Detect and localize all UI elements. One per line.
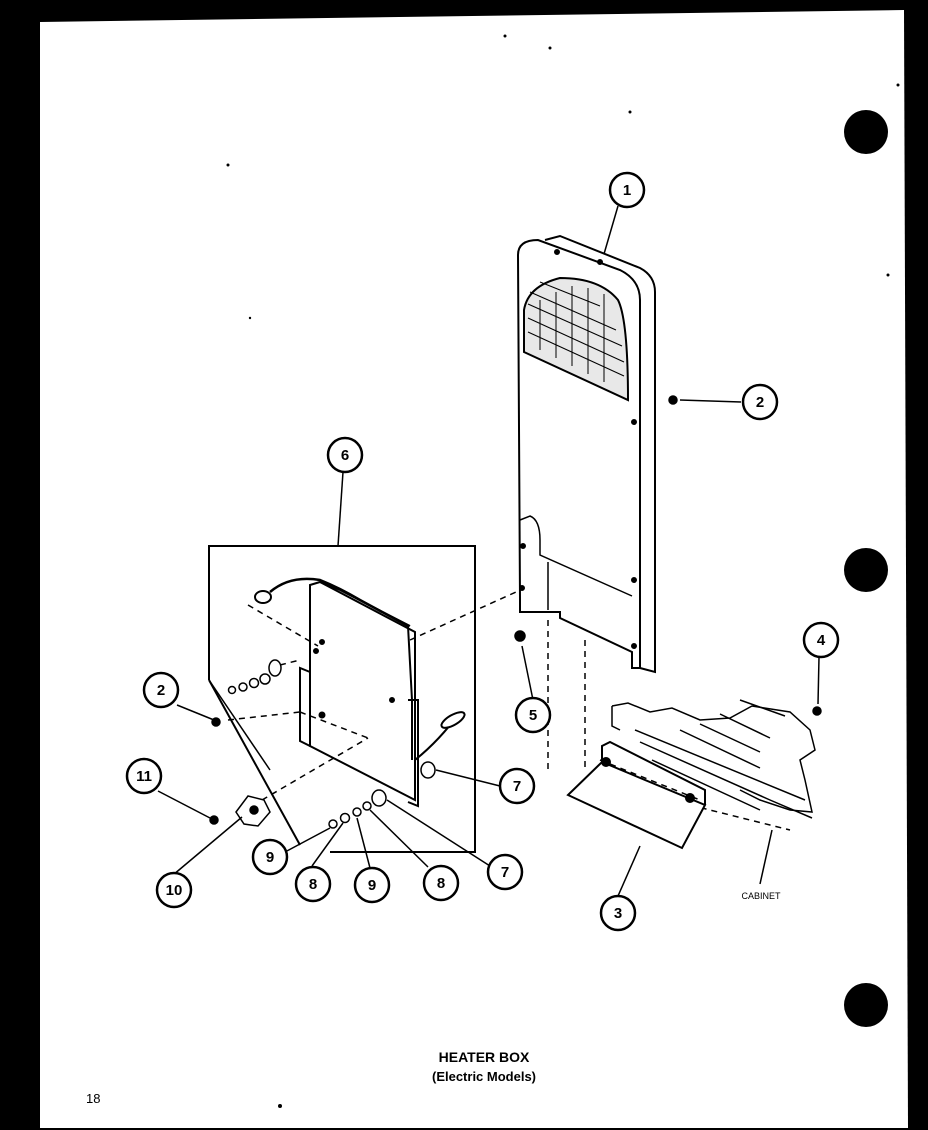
punch-hole-bottom (844, 983, 888, 1027)
callout-4: 4 (802, 621, 840, 659)
svg-text:9: 9 (368, 877, 376, 894)
callout-6: 6 (326, 436, 364, 474)
callout-2-left: 2 (142, 671, 180, 709)
punch-hole-middle (844, 548, 888, 592)
callout-7-upper: 7 (498, 767, 536, 805)
callout-10: 10 (155, 871, 193, 909)
svg-text:2: 2 (756, 394, 764, 411)
svg-text:8: 8 (437, 875, 445, 892)
part-1-back-panel (516, 234, 656, 674)
callout-5: 5 (514, 696, 552, 734)
cabinet-label: CABINET (741, 891, 781, 901)
page-number: 18 (86, 1091, 100, 1106)
svg-text:6: 6 (341, 447, 349, 464)
part-3-base-bracket (566, 699, 816, 850)
punch-hole-top (844, 110, 888, 154)
svg-text:7: 7 (513, 778, 521, 795)
svg-text:7: 7 (501, 864, 509, 881)
callout-2-top: 2 (741, 383, 779, 421)
callout-1: 1 (608, 171, 646, 209)
callout-9-left: 9 (251, 838, 289, 876)
diagram-subtitle: (Electric Models) (432, 1069, 536, 1084)
assembly-lines (227, 591, 791, 831)
svg-text:10: 10 (166, 882, 183, 899)
svg-text:8: 8 (309, 876, 317, 893)
callout-9-right: 9 (353, 866, 391, 904)
svg-text:9: 9 (266, 849, 274, 866)
svg-text:1: 1 (623, 182, 631, 199)
callout-7-lower: 7 (486, 853, 524, 891)
callout-8-right: 8 (422, 864, 460, 902)
svg-text:11: 11 (136, 768, 152, 785)
svg-text:3: 3 (614, 905, 622, 922)
svg-text:2: 2 (157, 682, 165, 699)
part-6-heater-assembly (208, 545, 476, 853)
callout-11: 11 (125, 757, 163, 795)
hardware-parts (209, 395, 822, 829)
scan-specks (226, 34, 900, 1108)
svg-text:5: 5 (529, 707, 537, 724)
svg-text:4: 4 (817, 632, 826, 649)
callouts: 1 2 6 2 11 10 9 8 (125, 171, 840, 932)
leader-lines (157, 205, 820, 897)
callout-8-left: 8 (294, 865, 332, 903)
diagram-title: HEATER BOX (439, 1049, 530, 1065)
callout-3: 3 (599, 894, 637, 932)
